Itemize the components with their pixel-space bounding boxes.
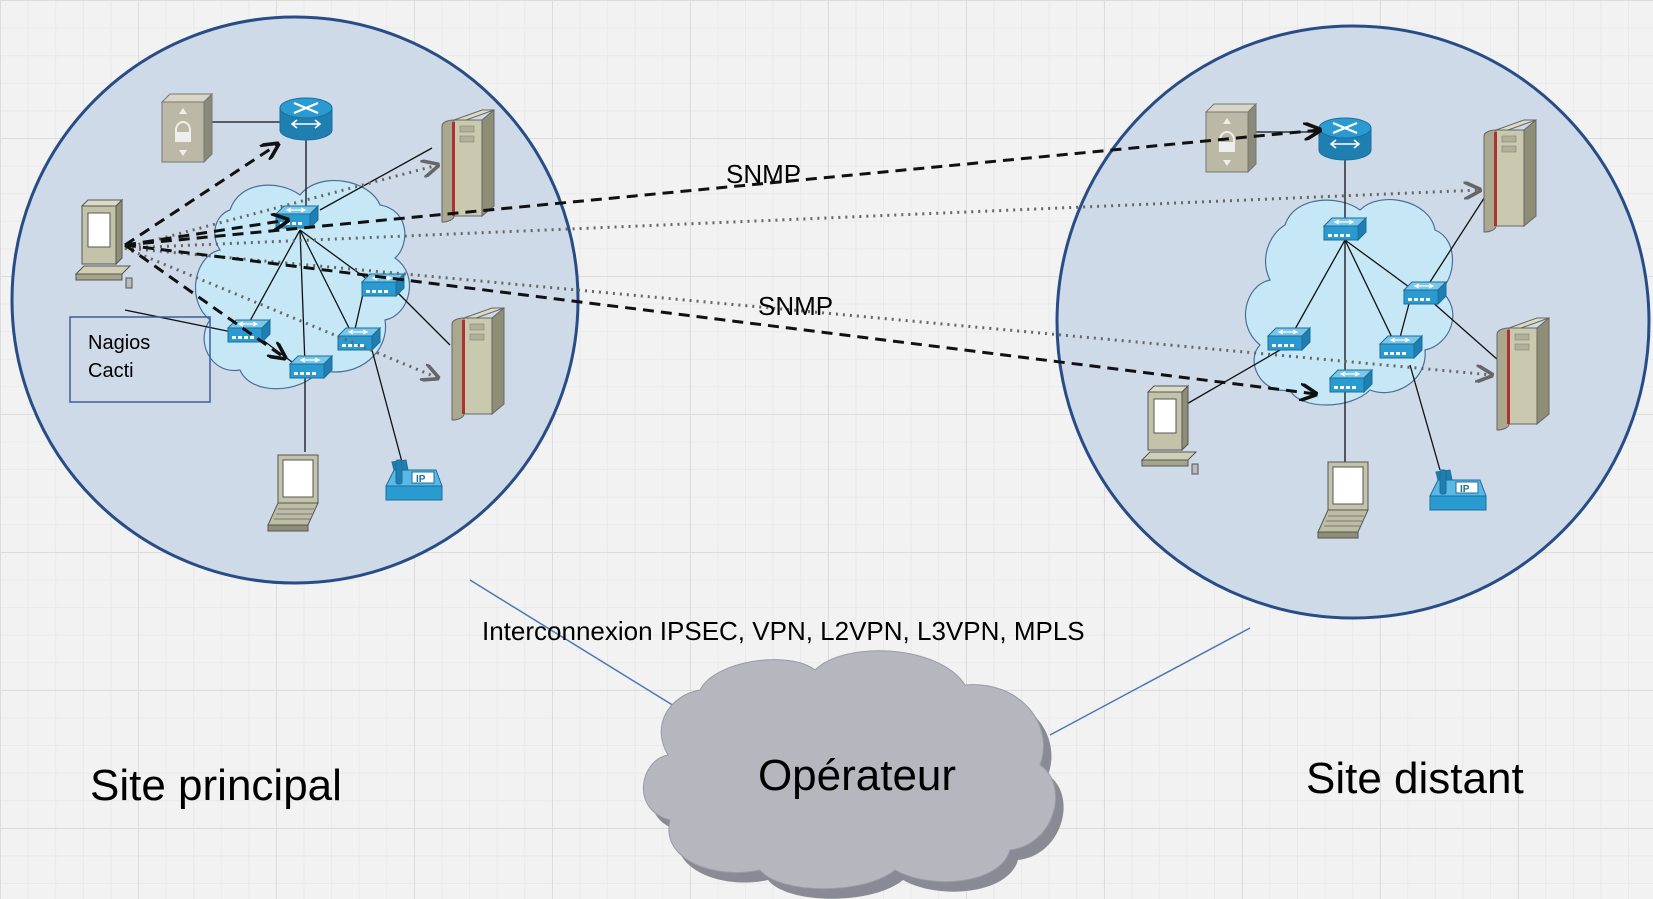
operator-cloud-icon <box>642 650 1064 899</box>
router-icon <box>1317 116 1373 162</box>
wan-link-main <box>469 579 701 723</box>
snmp-label-top: SNMP <box>726 159 801 189</box>
wan-link-remote <box>1049 627 1251 736</box>
interconnect-label: Interconnexion IPSEC, VPN, L2VPN, L3VPN,… <box>482 616 1085 646</box>
switch-icon <box>1379 335 1423 359</box>
switch-icon <box>275 205 319 229</box>
site-label-main: Site principal <box>90 761 342 810</box>
lan-links <box>1184 131 1499 471</box>
switch-icon <box>289 355 333 379</box>
switch-icon <box>1329 369 1373 393</box>
site-label-remote: Site distant <box>1306 754 1524 803</box>
snmp-dashed-arrows <box>124 130 1320 394</box>
snmp-label-bottom: SNMP <box>758 291 833 321</box>
firewall-icon <box>1205 103 1257 173</box>
main-site: Nagios Cacti <box>10 15 580 585</box>
snmp-dotted-arrows <box>124 165 1492 378</box>
switch-icon <box>1323 217 1367 241</box>
server-icon <box>1483 119 1537 233</box>
monitoring-tool-cacti: Cacti <box>88 360 134 382</box>
operator-label: Opérateur <box>758 751 956 800</box>
switch-icon <box>1267 327 1311 351</box>
router-icon <box>278 96 334 142</box>
server-icon <box>441 109 495 223</box>
monitoring-tool-nagios: Nagios <box>88 332 150 354</box>
firewall-icon <box>161 93 213 163</box>
server-icon <box>451 307 505 421</box>
server-icon <box>1496 317 1550 431</box>
remote-site <box>1055 24 1651 620</box>
switch-icon <box>1403 281 1447 305</box>
monitoring-box <box>69 316 211 403</box>
